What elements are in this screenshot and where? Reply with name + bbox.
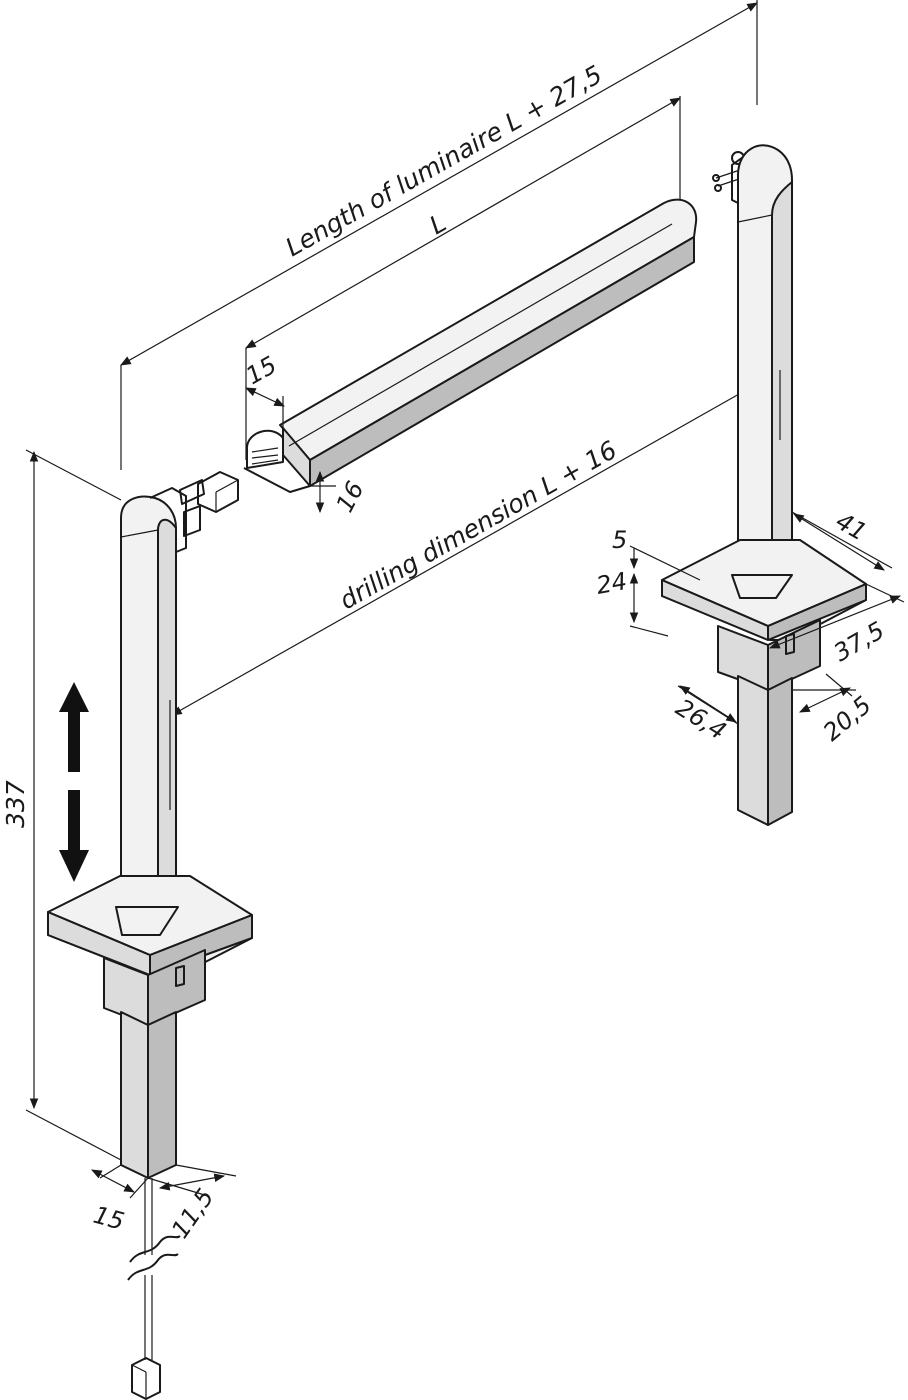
dimension-post-section: 15 11,5 — [90, 1164, 237, 1244]
dimension-drilling: drilling dimension L + 16 — [171, 371, 779, 716]
label-height: 337 — [1, 780, 30, 828]
label-profile-height: 16 — [331, 477, 370, 517]
label-L: L — [425, 208, 451, 240]
label-plate-depth: 37,5 — [829, 616, 889, 667]
left-post — [47, 471, 253, 1400]
label-profile-width: 15 — [241, 351, 281, 390]
label-post-depth: 11,5 — [166, 1184, 220, 1244]
dimension-height: 337 — [1, 449, 122, 1161]
label-post-width: 15 — [90, 1201, 127, 1236]
wavy-break-icon — [129, 1235, 181, 1263]
label-drilling-dimension: drilling dimension L + 16 — [335, 435, 622, 615]
dimension-profile-width: 15 — [241, 351, 285, 430]
dimension-plate-height: 5 24 — [594, 526, 701, 637]
label-plate-offset: 5 — [612, 526, 627, 554]
plug-connector-icon — [131, 1357, 161, 1400]
label-plate-height: 24 — [594, 567, 629, 600]
up-down-arrow-icon — [59, 682, 89, 882]
plug-connector-icon — [197, 471, 239, 513]
